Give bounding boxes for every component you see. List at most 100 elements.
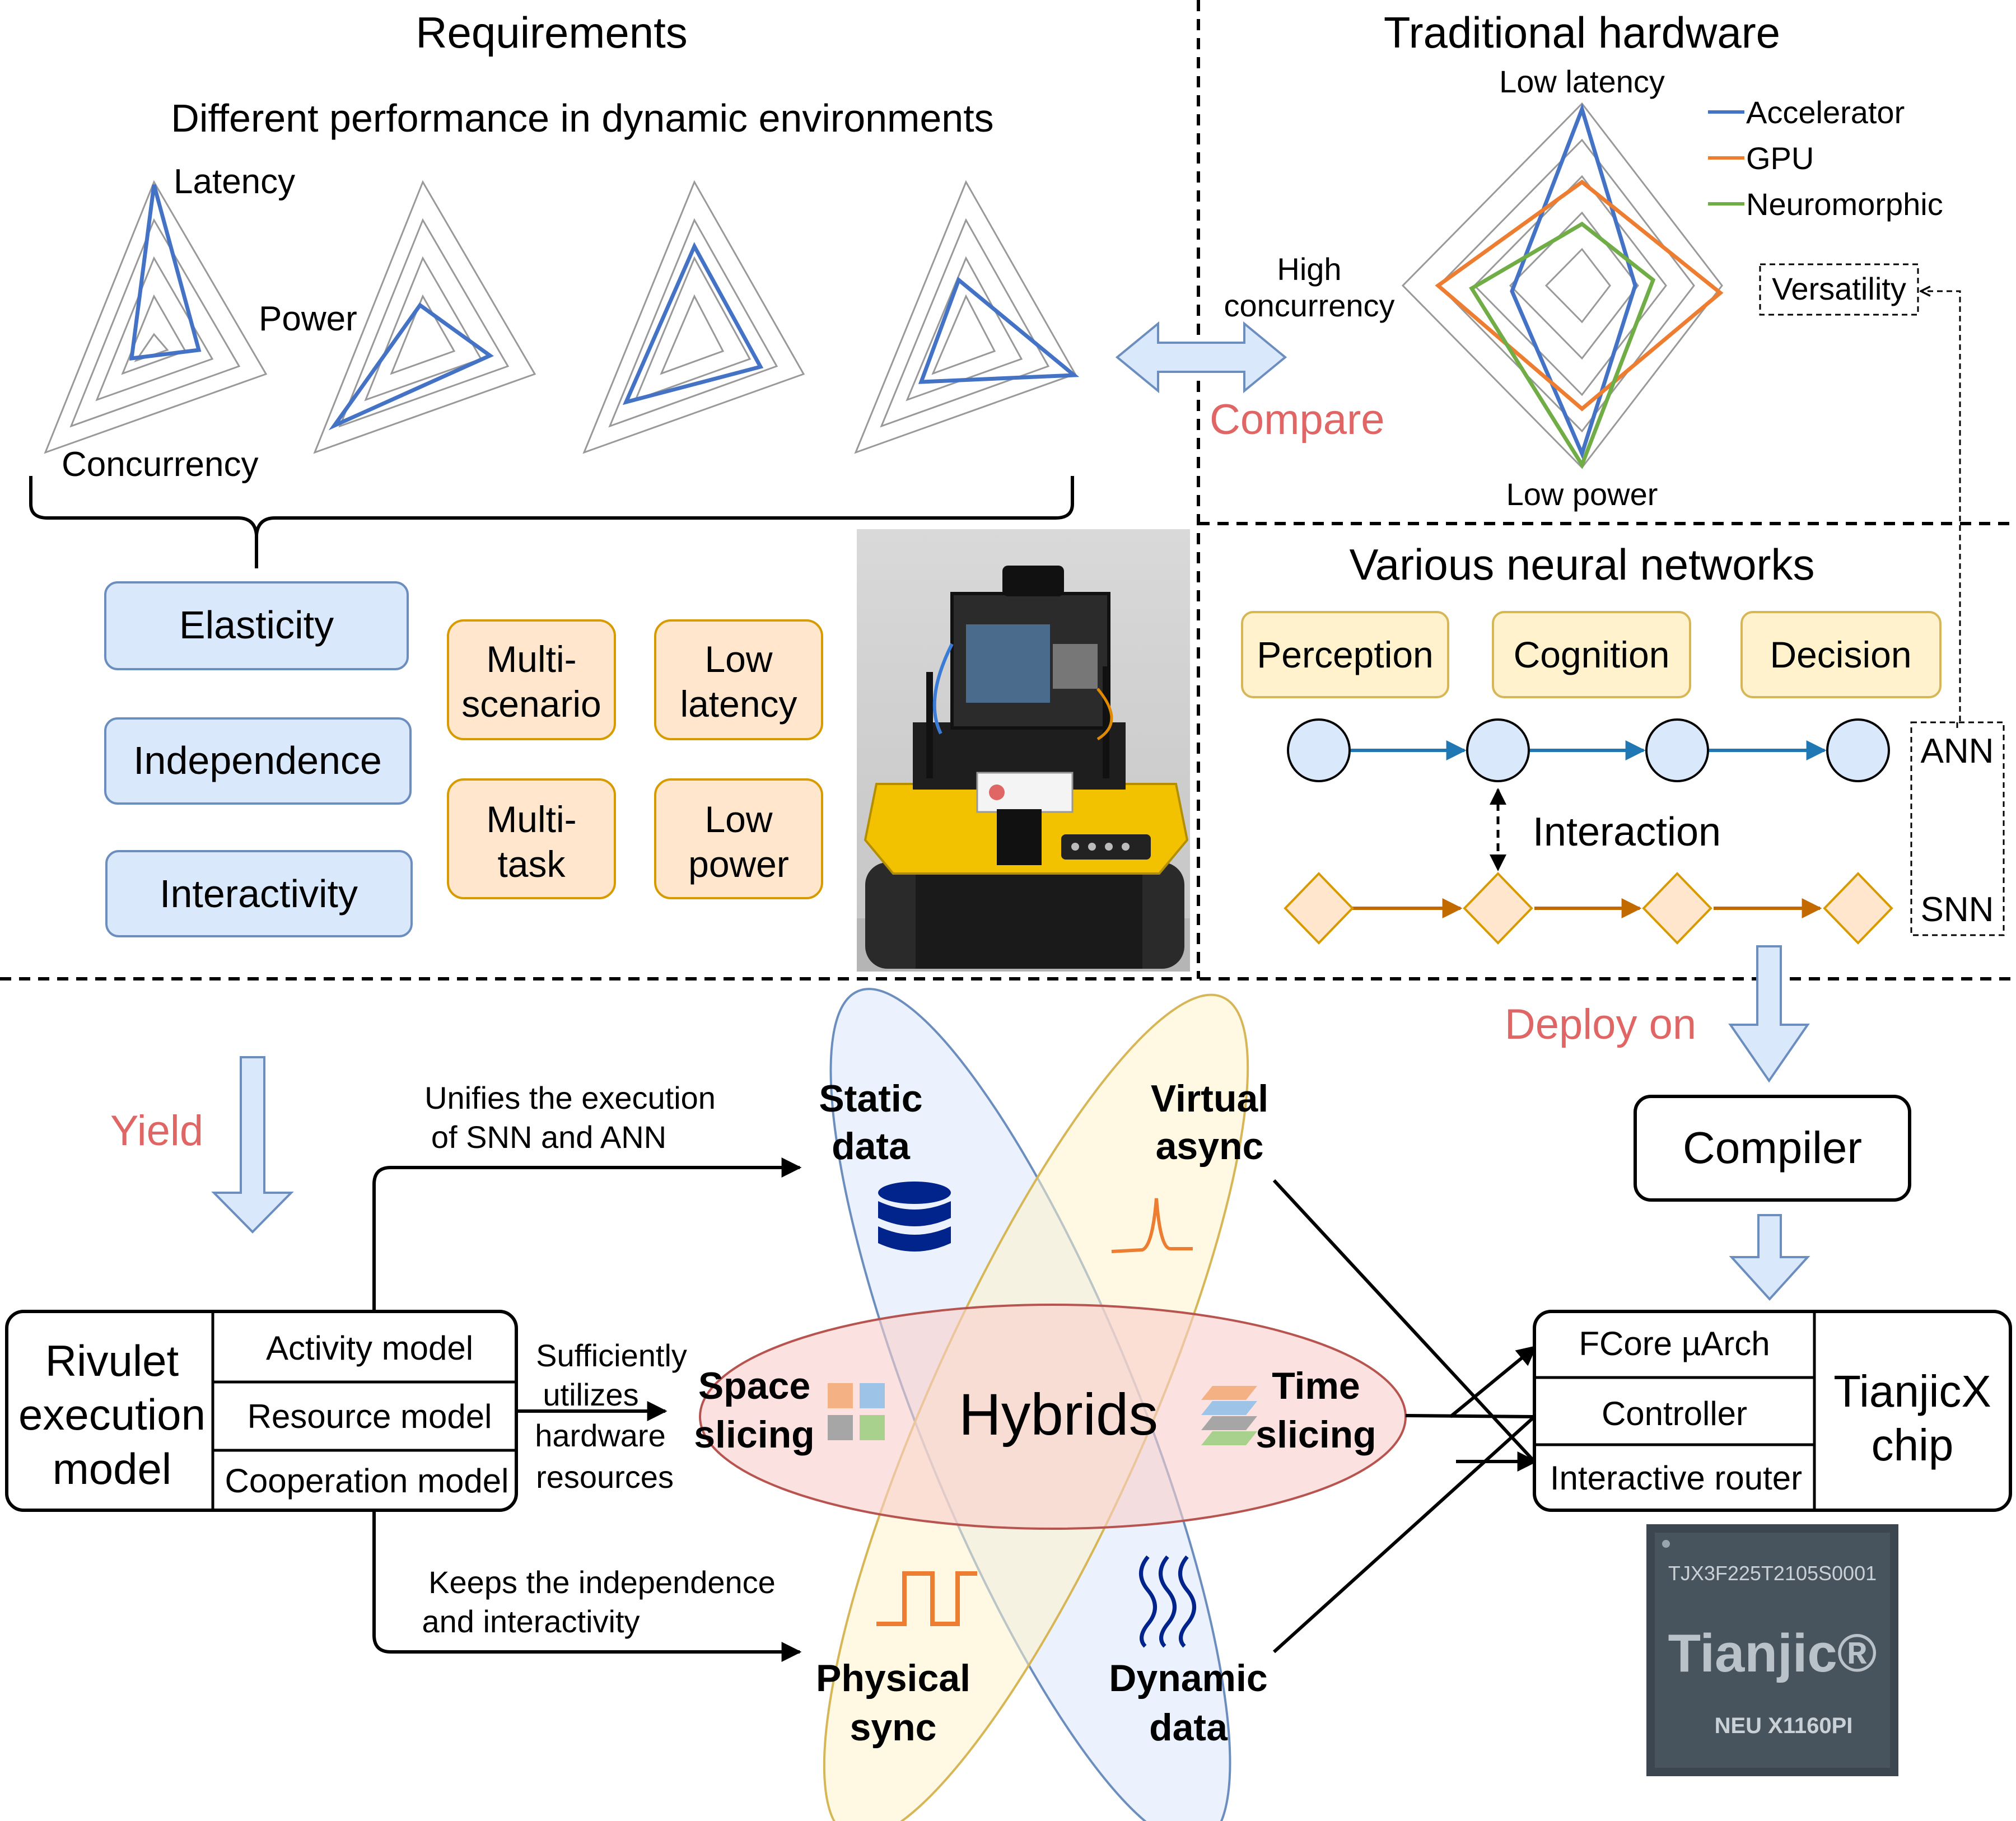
axis-label-high-concurrency-l2: concurrency <box>1224 288 1394 323</box>
interaction-label: Interaction <box>1533 810 1721 855</box>
time-slicing-l1: Time <box>1272 1365 1360 1407</box>
grid-icon <box>828 1383 885 1440</box>
snn-node-2 <box>1463 872 1533 945</box>
utilize-annotation-l1: Sufficiently <box>536 1338 687 1373</box>
ann-chain <box>1287 718 1890 782</box>
fcore-uarch-label: FCore µArch <box>1579 1325 1770 1362</box>
axis-label-versatility: Versatility <box>1772 271 1906 306</box>
versatility-connector <box>1921 291 1961 728</box>
stage-label-perception: Perception <box>1257 634 1434 675</box>
feature-box-low-latency <box>654 619 823 740</box>
space-slicing-l2: slicing <box>694 1413 814 1456</box>
ann-node-4 <box>1826 718 1890 782</box>
rivulet-title-l1: Rivulet <box>45 1336 179 1385</box>
chip-photo: TJX3F225T2105S0001 Tianjic® NEU X1160PI <box>1646 1524 1898 1776</box>
deploy-arrow <box>1728 945 1810 1083</box>
ann-node-3 <box>1645 718 1709 782</box>
feature-boxes: Multi- scenario Low latency Multi- task … <box>447 619 823 899</box>
feature-box-multi-scenario <box>447 619 616 740</box>
snn-node-3 <box>1642 872 1712 945</box>
radar-1-profile <box>129 184 202 361</box>
chip-marking-bottom: NEU X1160PI <box>1715 1713 1853 1738</box>
feature-label-low-power-l1: Low <box>704 799 772 840</box>
requirements-brace <box>29 476 1074 568</box>
legend-neuromorphic: Neuromorphic <box>1746 186 1943 222</box>
traditional-hardware-title: Traditional hardware <box>1384 8 1780 57</box>
square-wave-icon <box>876 1571 977 1626</box>
axis-label-low-power: Low power <box>1506 477 1658 512</box>
rivulet-title-l2: execution <box>18 1390 206 1439</box>
axis-label-low-latency: Low latency <box>1499 64 1665 99</box>
compiler-label: Compiler <box>1683 1123 1862 1173</box>
diamond-radar <box>1401 102 1724 469</box>
chip-marking-top: TJX3F225T2105S0001 <box>1668 1562 1877 1585</box>
radar-4-profile <box>918 277 1080 384</box>
yield-arrow <box>211 1056 294 1234</box>
snn-node-1 <box>1284 872 1354 945</box>
tianjicx-chip-name-l1: TianjicX <box>1833 1366 1991 1416</box>
ann-node-1 <box>1287 718 1351 782</box>
feature-box-low-power <box>654 778 823 899</box>
requirements-title: Requirements <box>416 8 688 57</box>
feature-label-multi-scenario-l1: Multi- <box>486 638 576 680</box>
deploy-label: Deploy on <box>1505 1001 1696 1048</box>
property-box-elasticity <box>104 581 409 670</box>
spike-icon <box>1111 1198 1193 1253</box>
stage-box-decision <box>1740 611 1942 698</box>
robot-photo <box>857 529 1190 972</box>
neural-networks-title: Various neural networks <box>1350 540 1815 589</box>
radar-legend: Accelerator GPU Neuromorphic <box>1708 95 1943 222</box>
axis-label-power: Power <box>259 300 357 338</box>
radar-gpu <box>1435 179 1724 412</box>
triangle-radar-4 <box>854 180 1080 454</box>
property-boxes: Elasticity Independence Interactivity <box>104 581 413 937</box>
snn-label: SNN <box>1921 890 1994 929</box>
radar-accelerator <box>1510 103 1637 460</box>
static-data-l1: Static <box>819 1077 922 1120</box>
compiler-to-chip-arrow <box>1729 1214 1810 1301</box>
physical-sync-l2: sync <box>850 1706 937 1749</box>
yield-label: Yield <box>110 1107 203 1155</box>
axis-label-high-concurrency-l1: High <box>1277 251 1341 287</box>
property-box-interactivity <box>105 850 413 937</box>
feature-box-multi-task <box>447 778 616 899</box>
stage-box-perception <box>1241 611 1449 698</box>
feature-label-low-power-l2: power <box>688 843 789 885</box>
property-label-interactivity: Interactivity <box>160 872 358 916</box>
property-label-independence: Independence <box>133 739 382 782</box>
section-dividers <box>0 0 2016 980</box>
axis-label-latency: Latency <box>174 162 295 201</box>
interactive-router-label: Interactive router <box>1550 1459 1802 1497</box>
snn-node-4 <box>1823 872 1893 945</box>
property-label-elasticity: Elasticity <box>179 603 334 647</box>
hybrids-center-label: Hybrids <box>959 1382 1158 1448</box>
ann-label: ANN <box>1921 732 1994 771</box>
cooperation-model-label: Cooperation model <box>225 1462 509 1500</box>
versatility-box <box>1759 263 1919 316</box>
triangle-radar-2 <box>313 180 536 454</box>
triangle-radar-1 <box>44 180 268 454</box>
stage-label-decision: Decision <box>1770 634 1911 675</box>
dynamic-data-l1: Dynamic <box>1109 1657 1267 1699</box>
hybrid-to-chip-connectors <box>1272 1179 1538 1654</box>
axis-label-concurrency: Concurrency <box>62 445 258 484</box>
hybrid-ellipses <box>699 988 1407 1821</box>
feature-label-multi-task-l2: task <box>497 843 566 885</box>
keep-annotation-l1: Keeps the independence <box>428 1565 776 1600</box>
legend-gpu: GPU <box>1746 141 1814 176</box>
utilize-annotation-l2: utilizes <box>543 1377 638 1412</box>
waves-icon <box>1139 1555 1196 1648</box>
radar-2-profile <box>328 302 494 431</box>
requirements-subtitle: Different performance in dynamic environ… <box>171 96 993 140</box>
radar-neuromorphic <box>1469 221 1656 469</box>
unify-annotation-l1: Unifies the execution <box>424 1080 716 1115</box>
feature-label-multi-scenario-l2: scenario <box>461 683 601 725</box>
property-box-independence <box>104 717 412 805</box>
feature-label-low-latency-l1: Low <box>704 638 772 680</box>
dynamic-data-l2: data <box>1149 1706 1228 1749</box>
physical-sync-l1: Physical <box>816 1657 970 1699</box>
virtual-async-l2: async <box>1156 1125 1264 1168</box>
radar-3-profile <box>622 242 764 405</box>
keep-annotation-l2: and interactivity <box>422 1604 640 1639</box>
stage-label-cognition: Cognition <box>1514 634 1670 675</box>
